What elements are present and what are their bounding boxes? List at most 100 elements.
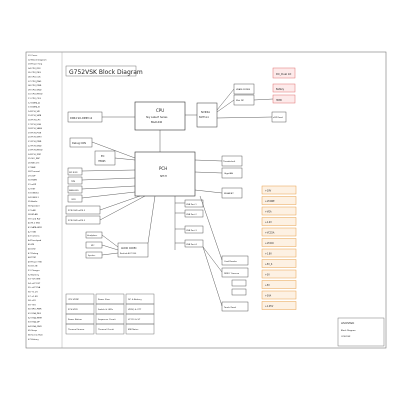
usb-port-1-label: USB Port 1 [186,203,197,206]
sheet-index-item: 16 PCH_LPC [28,120,41,122]
sheet-index-item: 34 USB3.1 [28,197,40,199]
power-rail-box [261,196,297,205]
m2-ssd-a-label: PCIE SSD x4 M.2 [68,210,86,212]
power-rail-label: +1.8V [265,253,272,256]
cpu-sublabel: Sky Lake-H Series [146,116,168,119]
sheet-index-item: 67 History [28,338,39,341]
sheet-index-item: 06 CPU_CLK [28,77,41,79]
sheet-index-item: 64 VGA_GND [28,325,42,328]
sheet-index-item: 52 Battery [28,273,40,276]
sheet-index-item: 31 mDP [28,184,37,186]
power-rail-label: +VGA [265,211,272,214]
camera-box [221,267,249,278]
sheet-index-item: 12 DDR4_A [28,101,40,104]
m2-ssd-b-label: PCIE SSD x4 M.2 [68,220,86,222]
odd-label: ODD [71,199,76,201]
sheet-index-item: 48 TPM [28,257,36,259]
usb-port-3-label: USB Port 3 [186,229,197,232]
sheet-index-item: 14 PCH_SPI [28,111,40,113]
vram-label: VRAM GDDR5 [236,88,251,91]
batt-box [272,83,296,93]
sheet-index-item: 61 VGA_PEG [28,312,41,315]
sheet-index-item: 63 VGA_DP [28,321,40,324]
bottom-table-cell [65,323,95,335]
sheet-index-item: 02 Block Diagram [28,58,47,61]
sheet-index-item: 27 FAN [28,166,36,169]
bottom-table-text: Thermal Sensor [68,328,84,331]
sheet-index-item: 10 CPU_RSVD [28,94,43,96]
usb-port-4-label: USB Port 4 [186,243,197,246]
bottom-table-text: VDDQ & VTT [128,309,142,311]
usb-port-3-box [184,225,204,234]
sheet-index-item: 26 KBC_EC [28,163,40,165]
wlan-label: WLAN/BT [224,192,234,195]
sheet-index-item: 39 Card Rdr [28,217,41,220]
bottom-table-cell [125,323,155,335]
usb-port-2-label: USB Port 2 [186,213,197,216]
ec-label: EC [101,154,105,158]
line-pch-lan [194,171,223,174]
sata-hdd-label: SATA HDD [69,189,79,192]
power-rail-box [261,217,297,226]
diagram-title: G752VSK Block Diagram [69,69,143,76]
title-block-sheet: Block Diagram [341,329,356,332]
tpm-label: TPM [71,181,75,183]
usb-port-2-box [184,209,204,218]
sheet-index-item: 04 CPU_DDI [28,68,41,70]
sheet-index-item: 29 eDP [28,175,36,177]
sheet-index-item: 37 LAN [28,209,36,212]
line-spi-pch [81,169,136,172]
cpu-package-label: BGA1440 [151,121,163,124]
power-rail-box [261,185,297,195]
sheet-index-item: 54 +VCCGT [28,282,41,285]
bottom-table-text: Power Flow [98,298,110,301]
debug-label: Debug CON [72,142,86,145]
sheet-index-item: 41 SATA HDD [28,226,42,229]
power-rail-box [261,238,297,247]
power-rail-box [261,206,297,216]
hdmi-label: HDMI [276,99,282,102]
title-block [337,317,385,347]
line-pch-wlan [194,189,223,194]
sheet-index-item: 45 KB [28,244,35,246]
usb-port-4-box [184,239,204,248]
sheet-index-item: 08 CPU_PWR [28,85,42,87]
power-rail-box [261,259,297,268]
sheet-index-item: 19 PCH_PCIE [28,132,42,134]
line-vga-edp [216,116,273,119]
audio-codec-label: AUDIO CODEC [121,247,137,250]
ddr-label: DDR4 SO-DIMM x2 [70,117,93,120]
spi-label: SPI ROM [69,172,78,174]
line-pch-audio [147,195,156,244]
bottom-table-text: Power Button [68,318,83,321]
sheet-index-item: 03 Power Seq [28,63,43,66]
touch-panel-label: Touch Panel [224,307,237,309]
power-rail-label: +19V [265,190,272,193]
debug-box [69,137,93,148]
bottom-table-text: EMI Notes [128,328,138,331]
power-rail-box [261,301,297,310]
headphone-label: Headphone [87,235,98,237]
line-tpm-pch [81,177,136,181]
sheet-index-item: 62 VGA_MEM [28,316,42,319]
line-usb-touch [202,246,223,307]
sheet-index-item: 58 +3V [28,299,36,302]
thunderbolt-label: Thunderbolt [223,160,235,163]
power-rails-column: +19V+VCORE+VGA+1.2V+VCCSA+VCCIO+1.8V+5V_… [261,185,297,310]
sheet-index-item: 57 +1.8V [28,295,38,298]
sheet-index-item: 07 CPU_JTAG [28,80,42,83]
sheet-index-item: 23 PCH_RSVD [28,150,43,152]
pch-label: PCH [159,166,167,171]
power-rail-box [261,290,297,300]
sheet-index-item: 50 DC-IN [28,266,38,268]
sheet-index-item: 24 PCH_XDP [28,154,42,156]
sata-hdd-box [67,185,83,194]
sheet-index-item: 49 Power SW [28,260,42,263]
spi-box [67,167,83,176]
usb-port-1-box [184,199,204,208]
sheet-index-item: 25 SIO_KBC [28,158,41,160]
sheet-index-item: 30 HDMI [28,180,37,182]
power-rail-label: +1.2V [265,221,272,224]
sheet-index-item: 28 Thermal [28,170,40,173]
